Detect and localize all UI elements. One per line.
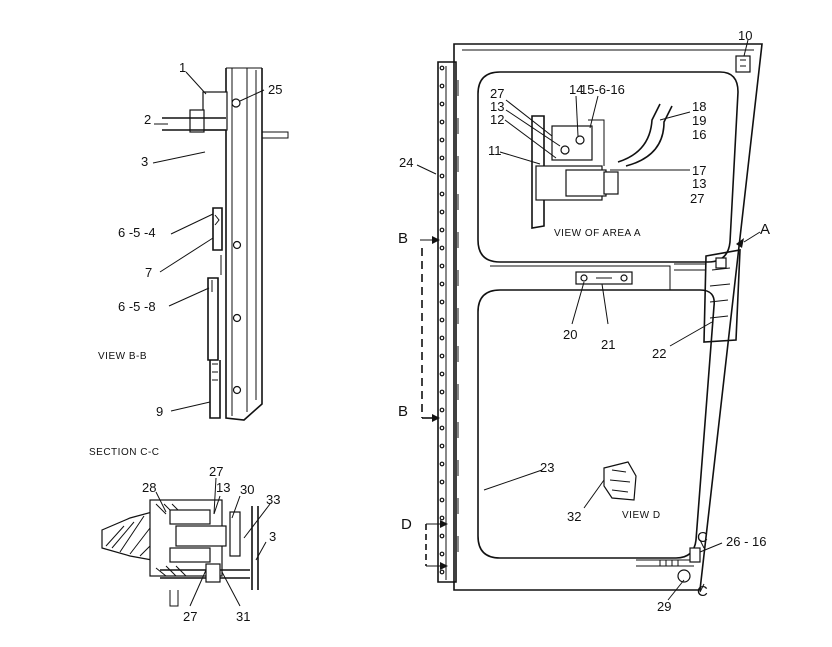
section-marker-lines <box>420 231 761 593</box>
view-area-a-caption: VIEW OF AREA A <box>554 228 641 239</box>
marker-d: D <box>401 516 412 533</box>
latch-assembly-drawing <box>674 249 741 343</box>
marker-b-bottom: B <box>398 403 408 420</box>
callout-6-5-8: 6 -5 -8 <box>118 299 156 314</box>
callout-a-27: 27 <box>490 86 504 101</box>
callout-cc-31: 31 <box>236 609 250 624</box>
door-leaders <box>416 39 749 601</box>
callout-22: 22 <box>652 346 666 361</box>
section-cc-leaders <box>155 477 271 607</box>
arrow-b-bottom <box>432 414 440 422</box>
view-bb-leaders <box>152 71 265 412</box>
callout-a-11: 11 <box>488 143 502 158</box>
callout-cc-33: 33 <box>266 492 280 507</box>
callout-a-15-6-16: 15-6-16 <box>580 82 625 97</box>
marker-b-top: B <box>398 230 408 247</box>
callout-10: 10 <box>738 28 752 43</box>
callout-6-5-4: 6 -5 -4 <box>118 225 156 240</box>
callout-9: 9 <box>156 404 163 419</box>
callout-20: 20 <box>563 327 577 342</box>
callout-cc-27b: 27 <box>183 609 197 624</box>
callout-a-14: 14 <box>569 82 583 97</box>
arrow-d-bottom <box>440 562 448 570</box>
section-cc-drawing <box>101 499 259 607</box>
callout-a-18: 18 <box>692 99 706 114</box>
callout-a-12: 12 <box>490 112 504 127</box>
callout-23: 23 <box>540 460 554 475</box>
callout-a-17: 17 <box>692 163 706 178</box>
callout-cc-27: 27 <box>209 464 223 479</box>
top-hinge-drawing <box>735 55 751 73</box>
callout-26-16: 26 - 16 <box>726 534 766 549</box>
callout-25: 25 <box>268 82 282 97</box>
callout-a-27b: 27 <box>690 191 704 206</box>
callout-cc-3: 3 <box>269 529 276 544</box>
callout-21: 21 <box>601 337 615 352</box>
callout-cc-30: 30 <box>240 482 254 497</box>
callout-1: 1 <box>179 60 186 75</box>
view-d-caption: VIEW D <box>622 510 661 521</box>
callout-3: 3 <box>141 154 148 169</box>
callout-a-19: 19 <box>692 113 706 128</box>
callout-a-16: 16 <box>692 127 706 142</box>
callout-24: 24 <box>399 155 413 170</box>
callout-cc-13: 13 <box>216 480 230 495</box>
callout-2: 2 <box>144 112 151 127</box>
view-bb-drawing <box>162 67 289 421</box>
area-a-detail <box>531 103 673 229</box>
view-d-detail <box>603 461 637 501</box>
bottom-rod-drawing <box>636 547 701 583</box>
marker-c-top: C <box>697 529 708 546</box>
view-bb-caption: VIEW B-B <box>98 351 147 362</box>
callout-cc-28: 28 <box>142 480 156 495</box>
marker-a: A <box>760 221 770 238</box>
arrow-a <box>736 238 744 248</box>
arrow-b-top <box>432 236 440 244</box>
arrow-d-top <box>440 520 448 528</box>
callout-a-13: 13 <box>490 99 504 114</box>
hinge-rivets <box>439 65 459 575</box>
section-cc-caption: SECTION C-C <box>89 447 160 458</box>
callout-7: 7 <box>145 265 152 280</box>
callout-32: 32 <box>567 509 581 524</box>
callout-29: 29 <box>657 599 671 614</box>
callout-a-13b: 13 <box>692 176 706 191</box>
door-drawing <box>437 43 763 591</box>
handle-plate-drawing <box>490 265 671 290</box>
marker-c-bottom: C <box>697 583 708 600</box>
